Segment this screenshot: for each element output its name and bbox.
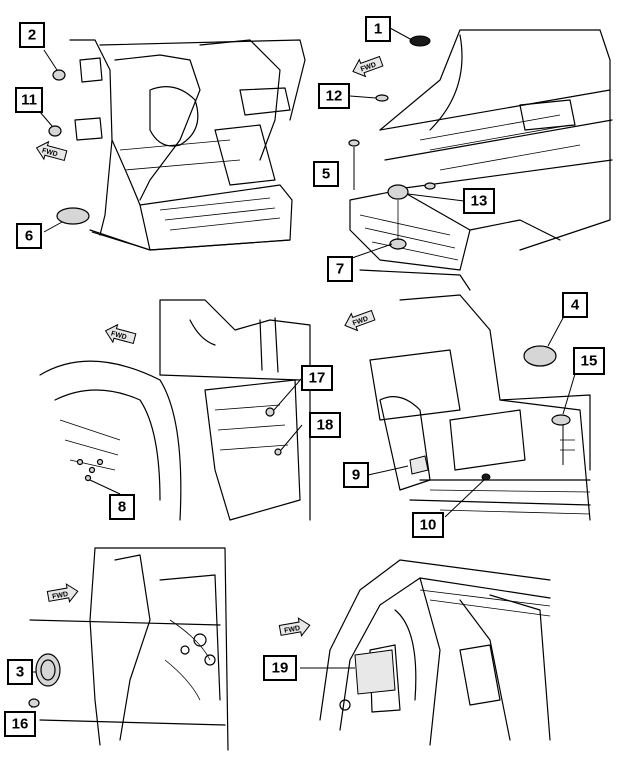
plug-11-shape [48,125,62,137]
panel-a-pillar [28,547,229,751]
callout-17: 17 [301,365,333,391]
plug-3-shape [35,653,61,687]
callout-9-label: 9 [352,467,360,484]
fwd-label-front-floor: FWD [41,147,58,158]
callout-1-label: 1 [374,21,382,38]
callout-18-label: 18 [317,417,334,434]
callout-17-label: 17 [309,370,326,387]
plug-2-shape [52,69,66,81]
plug-8-shape [84,474,92,482]
panel-front-floor [48,39,306,251]
callout-11-label: 11 [21,92,37,109]
plug-18-shape [274,448,282,456]
leader-lines [31,27,576,708]
fwd-arrow-front-floor: FWD [35,140,68,162]
panel-wheelhouse [39,299,311,521]
callout-4: 4 [562,292,588,318]
callout-16: 16 [4,711,36,737]
callout-3: 3 [7,659,33,685]
fwd-label-a-pillar: FWD [52,591,69,601]
callout-15: 15 [573,347,605,375]
callout-8: 8 [109,494,135,520]
plug-19-shape [354,649,396,695]
callout-3-label: 3 [16,664,24,681]
callout-9: 9 [343,462,369,488]
callout-5-label: 5 [322,166,330,183]
fwd-arrow-a-pillar: FWD [46,583,79,604]
plug-16-shape [28,698,40,708]
callout-7: 7 [327,256,353,282]
callout-19: 19 [263,655,297,681]
plug-13-shape [387,184,409,200]
fwd-arrow-rear-quarter: FWD [278,617,311,638]
callout-19-label: 19 [272,660,289,677]
panel-quarter-interior [369,294,591,521]
callout-13-label: 13 [471,193,488,210]
callout-2-label: 2 [28,27,36,44]
callout-11: 11 [15,87,43,113]
plug-4-shape [523,345,557,367]
callout-13: 13 [463,188,495,214]
callout-15-label: 15 [581,353,598,370]
plug-12-shape [375,94,389,102]
callout-10-label: 10 [420,517,437,534]
callout-4-label: 4 [571,297,580,314]
fwd-arrow-rear-floor: FWD [352,55,384,78]
plug-6-shape [56,207,90,225]
callout-12: 12 [318,83,350,109]
callout-8-label: 8 [118,499,126,516]
fwd-arrow-quarter: FWD [344,309,376,332]
panel-rear-floor [348,29,613,291]
callout-6-label: 6 [25,228,33,245]
callout-16-label: 16 [12,716,29,733]
callout-1: 1 [365,16,391,42]
callout-5: 5 [313,161,339,187]
callout-2: 2 [19,22,45,48]
fwd-label-rear-quarter: FWD [284,625,301,635]
callout-10: 10 [412,512,444,538]
callout-12-label: 12 [326,88,343,105]
plug-10-shape [481,473,491,481]
fwd-label-wheelhouse: FWD [110,330,127,341]
plug-17-shape [265,407,275,417]
panel-rear-quarter [319,559,551,746]
plug-9-shape [409,455,429,475]
plug-5-shape [348,139,360,147]
fwd-arrow-wheelhouse: FWD [104,323,137,345]
plug-1-shape [409,35,431,47]
callout-6: 6 [16,223,42,249]
plug-15-shape [551,414,571,426]
callout-18: 18 [309,412,341,438]
plug-7-shape [389,238,407,250]
callout-7-label: 7 [336,261,344,278]
